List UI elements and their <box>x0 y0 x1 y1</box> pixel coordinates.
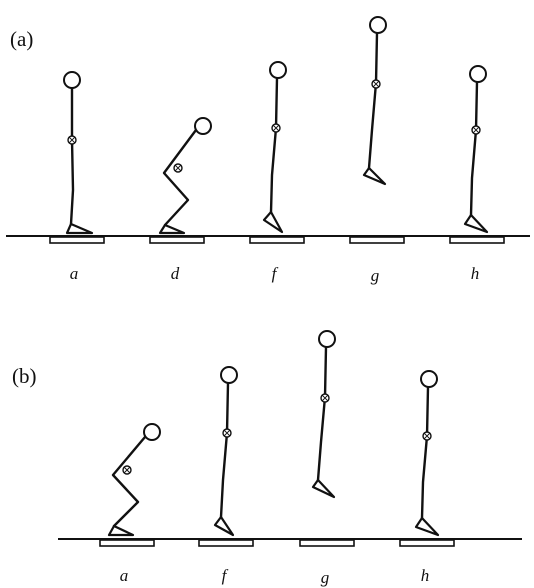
panel-a-figure-a-com-marker <box>67 135 77 145</box>
panel-b-figure-f <box>213 366 238 537</box>
panel-b-frame-g-label: g <box>320 568 330 587</box>
panel-a-force-plate-5 <box>449 236 505 244</box>
panel-a-frame-g-label: g <box>370 266 380 285</box>
panel-a-figure-h <box>463 65 489 234</box>
panel-a-figure-f <box>262 61 287 234</box>
panel-a-force-plate-4 <box>349 236 405 244</box>
panel-b-figure-a <box>107 423 161 537</box>
panel-b-force-plate-3 <box>299 539 355 547</box>
panel-a-figure-d-com-marker <box>173 163 183 173</box>
panel-b-force-plate-2 <box>198 539 254 547</box>
panel-a-figure-g <box>362 16 387 186</box>
panel-b-figure-f-com-marker <box>222 428 232 438</box>
panel-b-label: (b) <box>12 364 37 388</box>
panel-a-force-plate-3 <box>249 236 305 244</box>
panel-b-figure-h <box>414 370 440 537</box>
panel-a-figure-f-com-marker <box>271 123 281 133</box>
panel-a-frame-f-label: f <box>271 264 277 283</box>
panel-a-label: (a) <box>10 27 34 51</box>
panel-a-force-plate-2 <box>149 236 205 244</box>
panel-b-figure-g <box>311 330 336 499</box>
panel-a-force-plate-1 <box>49 236 105 244</box>
panel-a-figure-d <box>158 117 212 235</box>
panel-b-frame-h-label: h <box>420 566 430 585</box>
panel-b-frame-f-label: f <box>221 566 227 585</box>
panel-a-frame-h-label: h <box>470 264 480 283</box>
panel-a-frame-d-label: d <box>170 264 180 283</box>
panel-b-force-plate-1 <box>99 539 155 547</box>
panel-a-figure-a <box>63 71 94 235</box>
panel-b-figure-g-com-marker <box>320 393 330 403</box>
panel-b-force-plate-4 <box>399 539 455 547</box>
panel-a-figure-h-com-marker <box>471 125 481 135</box>
panel-b-figure-h-com-marker <box>422 431 432 441</box>
panel-a-figure-g-com-marker <box>371 79 381 89</box>
panel-b-figure-a-com-marker <box>122 465 132 475</box>
panel-a-frame-a-label: a <box>69 264 79 283</box>
panel-b-frame-a-label: a <box>119 566 129 585</box>
